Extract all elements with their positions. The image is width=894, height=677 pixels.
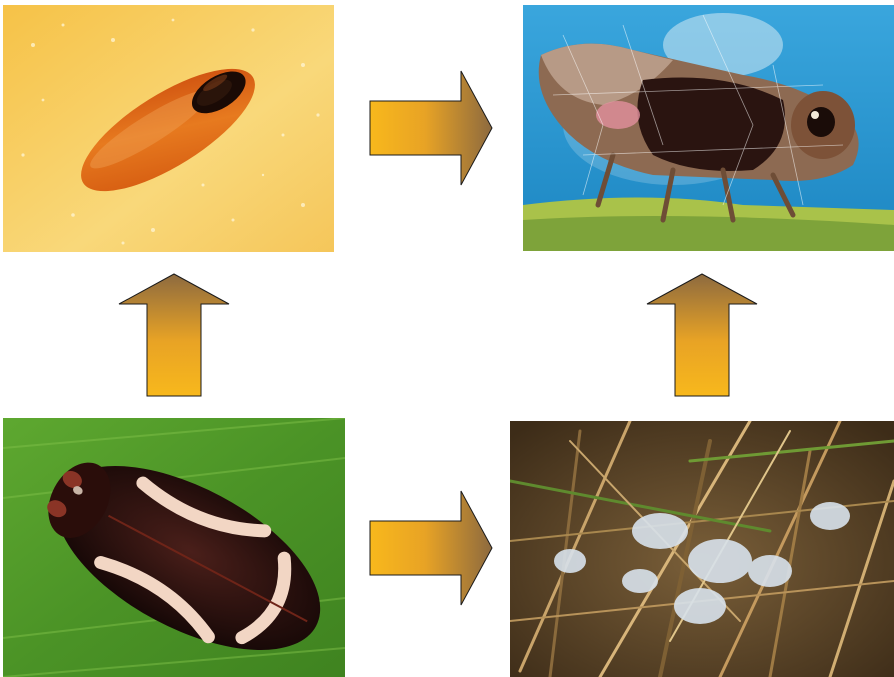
egg-photo [3,5,334,252]
nymph-photo [523,5,894,251]
adult-photo [3,418,345,677]
arrow-spittle-to-nymph [645,272,759,398]
spittle-mass-photo [510,421,894,677]
arrow-adult-to-spittle [368,489,494,607]
arrow-adult-to-egg [117,272,231,398]
arrow-egg-to-nymph [368,69,494,187]
